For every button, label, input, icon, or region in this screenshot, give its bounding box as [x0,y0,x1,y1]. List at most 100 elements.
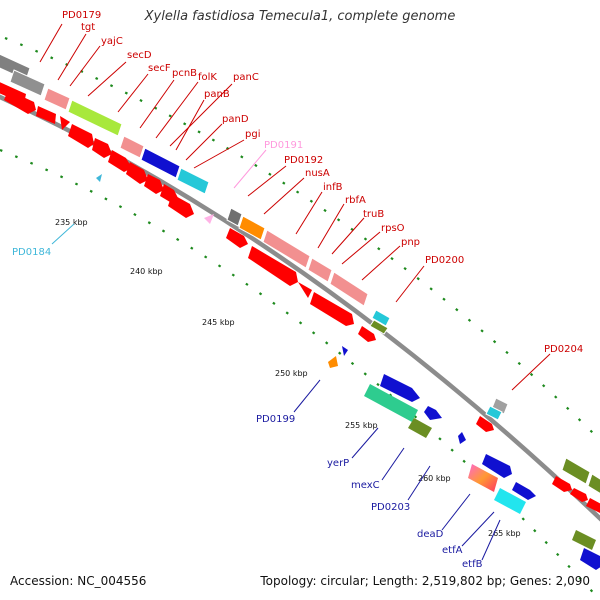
leader-rpsO [341,231,381,265]
cds-arrow [310,292,354,326]
tick-marks [0,36,600,600]
leader-pcnB [139,79,175,129]
gene-label-mexC: mexC [351,480,380,491]
leader-folK [155,81,199,139]
gene-label-rpsO: rpsO [381,223,405,234]
cds-arrow [226,228,248,248]
gene-block-right-olive-1 [561,457,591,485]
gene-block-etfA-olive [572,530,596,550]
gene-label-PD0199: PD0199 [256,414,295,425]
gene-block-yajC [67,99,123,137]
gene-block-pnp-olive [369,319,389,335]
gene-label-PD0203: PD0203 [371,502,410,513]
gene-block-etfA [494,488,526,514]
gene-label-secF: secF [148,63,171,74]
gene-arrow-yerP-1 [380,374,420,402]
cds-arrow [570,488,588,502]
gene-block-nusA [262,229,311,269]
gene-block-tgt [43,87,71,111]
gene-label-PD0179: PD0179 [62,10,101,21]
gene-block-PD0192 [238,215,266,241]
leader-truB [331,217,365,255]
gene-marker-PD0184 [96,174,102,182]
gene-arrow-etfB [580,548,600,570]
genome-summary-text: Topology: circular; Length: 2,519,802 bp… [260,574,590,588]
gene-label-PD0191: PD0191 [264,140,303,151]
gene-label-nusA: nusA [305,168,330,179]
gene-track-outer [0,53,600,494]
cds-arrow [126,162,148,184]
cds-arrow [358,326,376,342]
map-title: Xylella fastidiosa Temecula1, complete g… [144,9,456,24]
gene-arrow-PD0199 [342,346,348,356]
gene-block-PD0204-b [485,405,503,421]
label-leaders [39,23,551,561]
leader-PD0184 [51,223,75,245]
gene-block-mexC-olive [408,418,432,438]
gene-block-stripes [468,464,498,492]
tick-label: 245 kbp [202,318,235,327]
gene-label-yajC: yajC [101,36,123,47]
leader-PD0199 [293,379,321,413]
leader-secF [117,73,149,113]
leader-PD0192 [247,165,287,197]
tick-labels: 235 kbp 240 kbp 245 kbp 250 kbp 255 kbp … [55,218,521,538]
leader-yerP [351,427,379,459]
gene-label-yerP: yerP [327,458,349,469]
leader-PD0203 [407,465,431,501]
leader-PD0200 [395,265,425,303]
gene-label-etfB: etfB [462,559,483,570]
tick-ring-outer [4,36,600,441]
gene-label-pgi: pgi [245,129,260,140]
leader-panD [185,123,223,161]
leader-tgt [57,33,87,81]
tick-label: 235 kbp [55,218,88,227]
gene-block-folK [176,167,210,195]
gene-label-PD0200: PD0200 [425,255,464,266]
gene-label-panD: panD [222,114,249,125]
cds-arrow [92,138,112,158]
leader-secD [87,61,127,97]
gene-label-folK: folK [198,72,217,83]
leader-PD0191 [233,149,267,189]
leader-panC [169,83,233,147]
cds-arrow [4,90,36,114]
gene-label-truB: truB [363,209,384,220]
gene-arrow-yerP-2 [424,406,442,420]
tick-label: 250 kbp [275,369,308,378]
gene-arrow-PD0203 [458,432,466,444]
leader-yajC [69,45,101,87]
gene-block-infB [307,257,333,283]
leader-etfB [481,519,501,561]
cds-arrow [144,174,164,194]
gene-label-etfA: etfA [442,545,463,556]
tick-ring-inner [0,148,600,600]
tick-label: 255 kbp [345,421,378,430]
cds-arrow [60,116,70,130]
leader-PD0204 [511,353,551,391]
gene-label-pcnB: pcnB [172,68,197,79]
gene-label-tgt: tgt [81,22,95,33]
cds-arrow [476,416,494,432]
leader-pnp [361,245,401,281]
leader-PD0179 [39,23,63,63]
tick-label: 260 kbp [418,474,451,483]
leader-pgi [193,139,245,169]
cds-arrow [108,150,132,172]
gene-block-secD [119,135,145,159]
leader-etfA [461,511,495,547]
accession-text: Accession: NC_004556 [10,574,147,588]
gene-track-inner [328,346,600,570]
cds-arrow [248,246,298,286]
gene-label-PD0192: PD0192 [284,155,323,166]
cds-arrow [586,498,600,513]
leader-deaD [441,493,471,531]
gene-block-pcnB [140,147,181,179]
cds-arrow [68,124,94,148]
gene-label-panB: panB [204,89,230,100]
gene-block-PD0199 [328,356,338,368]
gene-block-right-olive-2 [587,473,600,494]
genome-backbone [0,94,600,522]
gene-label-secD: secD [127,50,152,61]
